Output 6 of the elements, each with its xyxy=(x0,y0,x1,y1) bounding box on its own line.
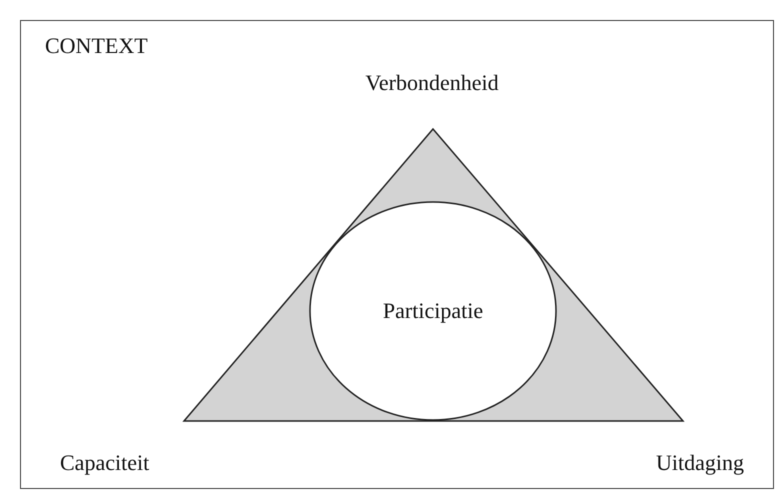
vertex-label: Uitdaging xyxy=(656,450,744,476)
vertex-label: Verbondenheid xyxy=(365,70,499,96)
frame-title: CONTEXT xyxy=(45,33,148,59)
vertex-label: Capaciteit xyxy=(60,450,150,476)
ellipse-label: Participatie xyxy=(382,298,484,324)
context-frame xyxy=(20,20,774,489)
